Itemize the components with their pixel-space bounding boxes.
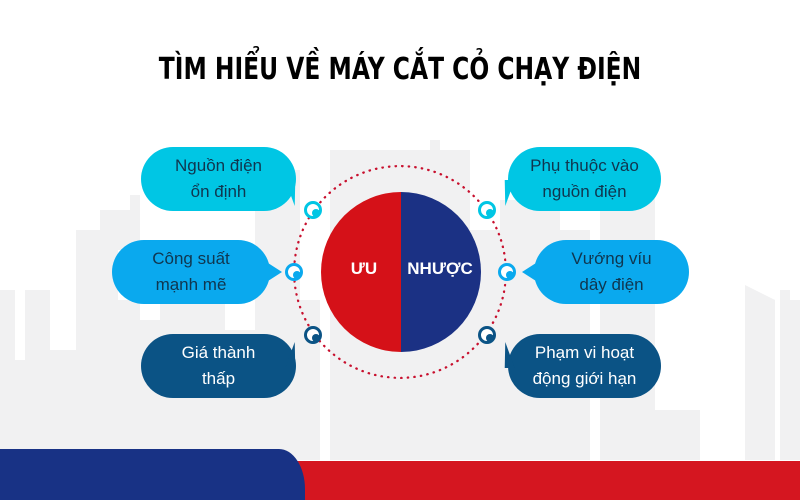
- node-marker-icon: [304, 326, 322, 344]
- advantage-text: Nguồn điện ổn định: [175, 156, 262, 201]
- bubble-tail: [522, 263, 536, 281]
- advantage-text: Công suất mạnh mẽ: [152, 249, 230, 294]
- advantage-bubble: Nguồn điện ổn định: [141, 147, 296, 211]
- node-marker-icon: [478, 201, 496, 219]
- pros-half: [321, 192, 401, 352]
- page-title: TÌM HIỂU VỀ MÁY CẮT CỎ CHẠY ĐIỆN: [158, 52, 642, 87]
- bubble-tail: [268, 263, 282, 281]
- advantage-bubble: Giá thành thấp: [141, 334, 296, 398]
- cons-label: NHƯỢC: [407, 259, 473, 278]
- node-marker-icon: [285, 263, 303, 281]
- node-marker-icon: [498, 263, 516, 281]
- disadvantage-bubble: Vướng víu dây điện: [534, 240, 689, 304]
- disadvantage-text: Phụ thuộc vào nguồn điện: [530, 156, 639, 201]
- footer-band-blue: [0, 449, 305, 500]
- disadvantage-text: Vướng víu dây điện: [571, 249, 652, 294]
- disadvantage-bubble: Phạm vi hoạt động giới hạn: [508, 334, 661, 398]
- disadvantage-text: Phạm vi hoạt động giới hạn: [532, 343, 637, 388]
- pros-label: ƯU: [350, 259, 378, 278]
- advantage-bubble: Công suất mạnh mẽ: [112, 240, 270, 304]
- disadvantage-bubble: Phụ thuộc vào nguồn điện: [508, 147, 661, 211]
- cons-half: [401, 192, 481, 352]
- pros-cons-circle: [321, 192, 481, 352]
- node-marker-icon: [478, 326, 496, 344]
- advantage-text: Giá thành thấp: [181, 343, 256, 388]
- node-marker-icon: [304, 201, 322, 219]
